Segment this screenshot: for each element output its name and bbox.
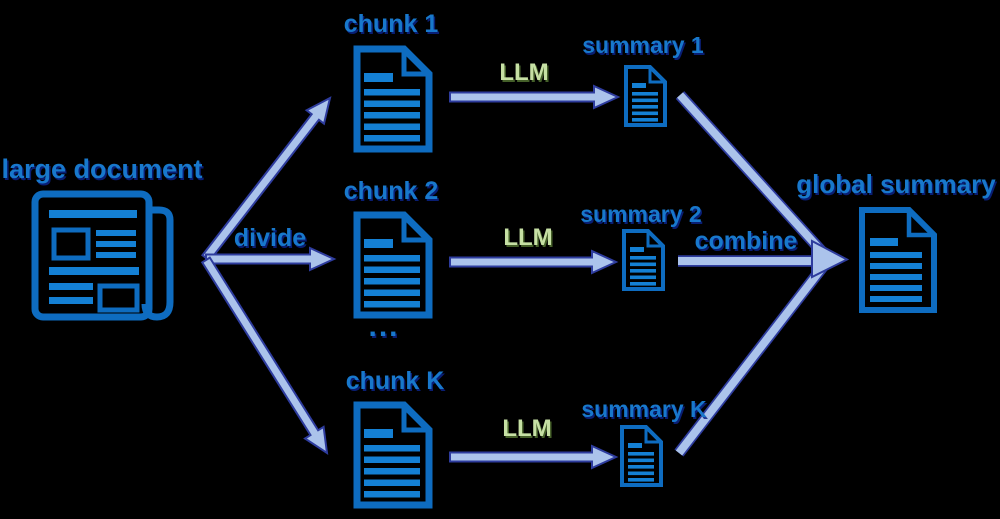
chunk-k-label: chunk K <box>345 367 445 395</box>
combine-line-from-summary-k <box>675 261 829 456</box>
summary-2-document-icon <box>622 229 665 291</box>
summary-1-document-icon <box>624 65 667 127</box>
summary-1-label: summary 1 <box>582 32 704 58</box>
chunk-1-document-icon <box>353 45 433 153</box>
divide-arrow-to-chunk-1 <box>200 96 332 263</box>
summary-k-document-icon <box>620 425 663 487</box>
ellipsis-label: ... <box>368 310 400 343</box>
llm-arrow-2 <box>449 249 619 275</box>
llm-arrow-3 <box>449 444 619 470</box>
summary-2-label: summary 2 <box>580 201 702 227</box>
chunk-k-document-icon <box>353 401 433 509</box>
llm-label-3: LLM <box>502 415 552 442</box>
divide-arrow-to-chunk-k <box>200 256 329 456</box>
chunk-2-label: chunk 2 <box>343 177 439 205</box>
output-label: global summary <box>796 169 996 199</box>
combine-arrowhead <box>811 239 850 279</box>
combine-line-from-summary-1 <box>677 92 828 258</box>
llm-label-1: LLM <box>499 59 549 86</box>
combine-label: combine <box>694 227 798 255</box>
summary-k-label: summary K <box>581 396 707 422</box>
newspaper-icon <box>31 190 174 321</box>
divide-label: divide <box>233 224 307 252</box>
llm-arrow-1 <box>449 84 621 110</box>
divide-arrow-to-chunk-2 <box>205 246 337 272</box>
llm-label-2: LLM <box>503 224 553 251</box>
global-summary-document-icon <box>859 207 937 313</box>
chunk-1-label: chunk 1 <box>343 10 439 38</box>
chunk-2-document-icon <box>353 211 433 319</box>
source-label: large document <box>1 154 203 184</box>
